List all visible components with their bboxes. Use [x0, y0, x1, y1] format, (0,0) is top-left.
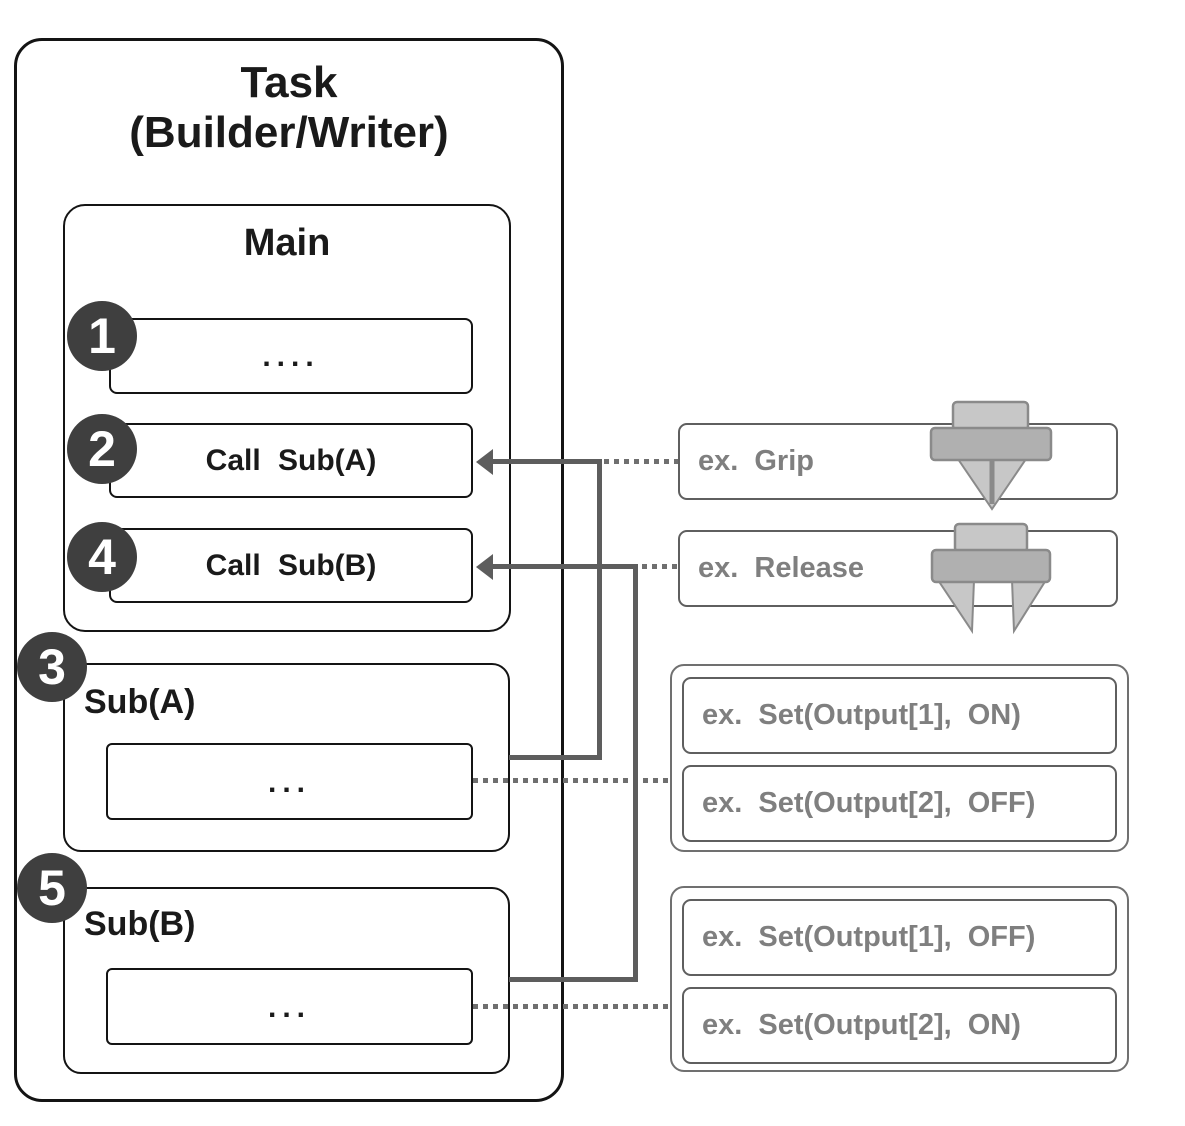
sub-b-example-box-1: ex. Set(Output[1], OFF) [682, 899, 1117, 976]
dotted-link-grip [604, 459, 678, 464]
connector-subb-bottom-segment [509, 977, 638, 982]
step-badge-3: 3 [17, 632, 87, 702]
step-badge-4: 4 [67, 522, 137, 592]
connector-subb-vertical-segment [633, 564, 638, 982]
connector-suba-vertical-segment [597, 459, 602, 760]
sub-a-example-label-1: ex. Set(Output[1], ON) [702, 699, 1021, 731]
step-badge-1: 1 [67, 301, 137, 371]
dotted-link-suba-examples [473, 778, 670, 783]
step-badge-5: 5 [17, 853, 87, 923]
sub-b-example-box-2: ex. Set(Output[2], ON) [682, 987, 1117, 1064]
task-title-line1: Task [240, 58, 338, 107]
step-badge-5-number: 5 [38, 860, 66, 916]
sub-b-body-box: ... [106, 968, 473, 1045]
gripper-closed-icon [929, 400, 1053, 511]
example-grip-label: ex. Grip [698, 445, 814, 477]
connector-suba-top-segment [491, 459, 602, 464]
main-step-box-2: Call Sub(A) [109, 423, 473, 498]
example-release-label: ex. Release [698, 552, 865, 584]
main-step-label-2: Call Sub(A) [205, 443, 377, 477]
connector-subb-arrowhead [476, 554, 493, 580]
sub-a-body-box: ... [106, 743, 473, 820]
sub-b-example-label-2: ex. Set(Output[2], ON) [702, 1009, 1021, 1041]
main-step-box-3: Call Sub(B) [109, 528, 473, 603]
sub-a-body-label: ... [267, 765, 311, 799]
sub-a-example-label-2: ex. Set(Output[2], OFF) [702, 787, 1036, 819]
main-step-label-1: .... [262, 340, 320, 373]
task-title: Task (Builder/Writer) [14, 58, 564, 158]
sub-a-title: Sub(A) [84, 683, 196, 721]
connector-suba-arrowhead [476, 449, 493, 475]
dotted-link-release [642, 564, 678, 569]
sub-a-example-box-1: ex. Set(Output[1], ON) [682, 677, 1117, 754]
step-badge-1-number: 1 [88, 308, 116, 364]
main-step-box-1: .... [109, 318, 473, 394]
gripper-open-icon [930, 522, 1052, 635]
main-step-label-3: Call Sub(B) [205, 548, 377, 582]
step-badge-2-number: 2 [88, 421, 116, 477]
step-badge-3-number: 3 [38, 639, 66, 695]
sub-a-example-box-2: ex. Set(Output[2], OFF) [682, 765, 1117, 842]
step-badge-2: 2 [67, 414, 137, 484]
sub-b-title: Sub(B) [84, 905, 196, 943]
step-badge-4-number: 4 [88, 529, 116, 585]
dotted-link-subb-examples [473, 1004, 670, 1009]
sub-b-body-label: ... [267, 990, 311, 1024]
connector-suba-bottom-segment [509, 755, 602, 760]
task-title-line2: (Builder/Writer) [129, 108, 449, 157]
sub-b-example-label-1: ex. Set(Output[1], OFF) [702, 921, 1036, 953]
connector-subb-top-segment [491, 564, 638, 569]
main-title: Main [243, 222, 331, 264]
